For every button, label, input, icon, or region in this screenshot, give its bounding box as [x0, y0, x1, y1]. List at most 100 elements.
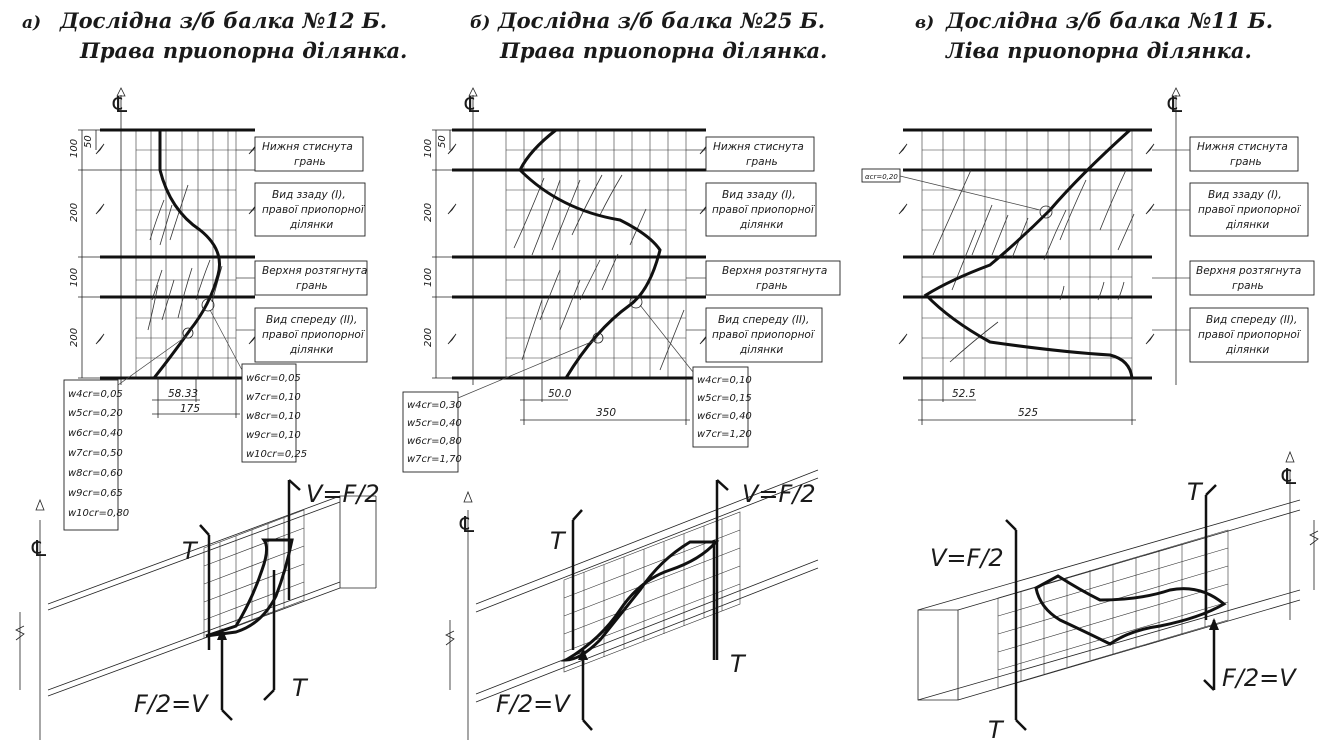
face-lines [903, 128, 1152, 380]
centerline-arrow-icon [35, 498, 45, 511]
panel-a-letter: а) [22, 13, 41, 33]
svg-text:V=F/2: V=F/2 [930, 544, 1004, 572]
svg-text:ділянки: ділянки [1225, 344, 1269, 356]
force-arrows: V=F/2 T T F/2=V [134, 479, 380, 721]
svg-text:w6cr=0,40: w6cr=0,40 [697, 411, 752, 422]
arrow-head-icon [1015, 719, 1027, 731]
force-arrows: V=F/2 T T F/2=V [496, 479, 816, 731]
svg-text:w4cr=0,05: w4cr=0,05 [68, 389, 123, 400]
width-dimensions: 52.5 525 [918, 378, 1136, 425]
arrow-head-icon [1209, 618, 1219, 630]
box-back-view-line3: ділянки [289, 219, 333, 231]
dim-50: 50 [83, 135, 94, 148]
svg-text:грань: грань [746, 156, 778, 168]
svg-text:Нижня стиснута: Нижня стиснута [1197, 141, 1288, 153]
svg-text:Вид ззаду (I),: Вид ззаду (I), [722, 189, 796, 201]
svg-text:350: 350 [596, 407, 616, 419]
crack-surface [1034, 574, 1227, 646]
centerline-arrow-icon [468, 87, 478, 97]
crack-lines [147, 184, 223, 331]
panel-c-title-line1: Дослідна з/б балка №11 Б. [945, 8, 1273, 33]
svg-text:w9cr=0,65: w9cr=0,65 [68, 488, 123, 499]
svg-text:Вид ззаду (I),: Вид ззаду (I), [1208, 189, 1282, 201]
svg-text:w4cr=0,30: w4cr=0,30 [407, 400, 462, 411]
box-top-face-line1: Верхня розтягнута [262, 265, 367, 277]
beam-outline [15, 495, 377, 697]
arrow-head-icon [578, 648, 588, 660]
crack-curve [152, 130, 221, 379]
svg-text:грань: грань [1232, 280, 1264, 292]
beam-grid [563, 511, 741, 673]
panel-b-elevation: ℄ [402, 87, 841, 473]
height-dimensions: 50 100 200 100 200 [423, 129, 452, 379]
crack-curve [923, 128, 1134, 379]
crack-surface [560, 540, 720, 662]
panel-a-title-line2: Права приопорна ділянка. [79, 38, 407, 63]
arrow-head-icon [572, 509, 583, 521]
panel-a-title: а) Дослідна з/б балка №12 Б. Права приоп… [22, 8, 407, 63]
svg-text:V=F/2: V=F/2 [742, 480, 816, 508]
box-top-face [254, 260, 368, 296]
svg-text:℄: ℄ [459, 513, 475, 538]
arrow-head-icon [1005, 519, 1017, 531]
annotation-boxes: Нижня стиснута грань Вид ззаду (I), прав… [1152, 136, 1315, 363]
svg-text:F/2=V: F/2=V [1222, 664, 1297, 692]
svg-text:525: 525 [1018, 407, 1038, 419]
svg-text:ділянки: ділянки [1225, 219, 1269, 231]
panel-a-elevation: ℄ [63, 87, 368, 531]
measure-point-icon [201, 298, 215, 312]
width-dimensions: 50.0 350 [520, 378, 690, 425]
panel-c-isometric: ℄ [917, 450, 1319, 744]
crack-grid [135, 129, 237, 379]
svg-text:w5cr=0,15: w5cr=0,15 [697, 393, 752, 404]
v-arrow-head-icon [288, 479, 301, 491]
svg-text:w5cr=0,20: w5cr=0,20 [68, 408, 123, 419]
svg-text:w7cr=1,70: w7cr=1,70 [407, 454, 462, 465]
svg-text:правої приопорної: правої приопорної [712, 329, 816, 341]
panel-a-title-line1: Дослідна з/б балка №12 Б. [59, 8, 387, 33]
svg-text:ділянки: ділянки [739, 344, 783, 356]
box-front-view-line1: Вид спереду (II), [266, 314, 357, 326]
force-label-top: V=F/2 [306, 480, 380, 508]
svg-text:w10cr=0,25: w10cr=0,25 [246, 449, 307, 460]
svg-text:w7cr=0,50: w7cr=0,50 [68, 448, 123, 459]
dim-200-top: 200 [69, 203, 80, 222]
arrow-head-icon [582, 719, 593, 731]
force-label-bottom-right: T [292, 674, 309, 702]
crack-grid [921, 129, 1133, 379]
svg-text:w9cr=0,10: w9cr=0,10 [246, 430, 301, 441]
centerline-arrow-icon [463, 490, 473, 503]
measure-point-icon [629, 295, 643, 309]
force-arrows: T V=F/2 F/2=V T [930, 478, 1297, 744]
svg-text:200: 200 [423, 328, 434, 347]
svg-text:100: 100 [423, 139, 434, 158]
angle-annotation: αcr=0,20 [861, 168, 1041, 211]
centerline-arrow-icon [1285, 450, 1295, 463]
arrow-head-icon [199, 524, 210, 536]
box-front-view-line2: правої приопорної [262, 329, 366, 341]
box-top-face-line2: грань [296, 280, 328, 292]
height-dimensions: 50 100 200 100 200 [69, 129, 100, 379]
svg-text:w6cr=0,80: w6cr=0,80 [407, 436, 462, 447]
svg-text:50.0: 50.0 [548, 388, 572, 400]
svg-text:правої приопорної: правої приопорної [712, 204, 816, 216]
svg-text:Вид спереду (II),: Вид спереду (II), [1206, 314, 1297, 326]
arrow-head-icon [1205, 484, 1217, 496]
measure-point-icon [592, 332, 604, 344]
svg-text:Верхня розтягнута: Верхня розтягнута [722, 265, 827, 277]
svg-text:50: 50 [437, 135, 448, 148]
panel-b-title-line2: Права приопорна ділянка. [499, 38, 827, 63]
beam-outline [445, 469, 819, 703]
angle-label: αcr=0,20 [865, 173, 898, 181]
svg-text:грань: грань [1230, 156, 1262, 168]
svg-text:F/2=V: F/2=V [496, 690, 571, 718]
svg-text:w7cr=1,20: w7cr=1,20 [697, 429, 752, 440]
svg-text:℄: ℄ [31, 537, 47, 562]
svg-text:w5cr=0,40: w5cr=0,40 [407, 418, 462, 429]
measure-point-icon [1039, 205, 1053, 219]
beam-grid [203, 509, 305, 639]
svg-text:T: T [1187, 478, 1204, 506]
annotation-boxes: Нижня стиснута грань Вид ззаду (I), прав… [236, 136, 368, 363]
centerline-arrow-icon [116, 87, 126, 97]
